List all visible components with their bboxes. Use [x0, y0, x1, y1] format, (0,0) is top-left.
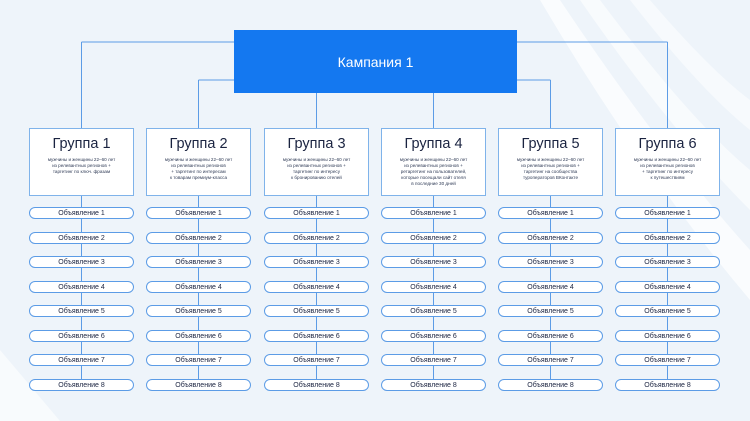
ad-pill: Объявление 2	[498, 232, 603, 244]
ad-pill: Объявление 6	[615, 330, 720, 342]
ad-pill: Объявление 2	[615, 232, 720, 244]
ad-pill: Объявление 5	[264, 305, 369, 317]
group-title: Группа 1	[52, 136, 111, 152]
group-title: Группа 6	[638, 136, 697, 152]
ad-pill: Объявление 3	[146, 256, 251, 268]
ad-pill: Объявление 2	[381, 232, 486, 244]
ad-pill: Объявление 1	[29, 207, 134, 219]
ad-pill: Объявление 5	[29, 305, 134, 317]
ad-pill: Объявление 8	[615, 379, 720, 391]
group-box-5: Группа 5 мужчины и женщины 22–60 лет из р…	[498, 128, 603, 196]
group-title: Группа 3	[287, 136, 346, 152]
ad-pill: Объявление 7	[615, 354, 720, 366]
ad-pill: Объявление 4	[146, 281, 251, 293]
ad-pill: Объявление 1	[264, 207, 369, 219]
ad-pill: Объявление 1	[615, 207, 720, 219]
ad-pill: Объявление 4	[615, 281, 720, 293]
ad-pill: Объявление 2	[29, 232, 134, 244]
group-box-4: Группа 4 мужчины и женщины 22–60 лет из р…	[381, 128, 486, 196]
ad-pill: Объявление 1	[381, 207, 486, 219]
group-description: мужчины и женщины 22–60 лет из релевантн…	[282, 157, 351, 180]
ad-pill: Объявление 4	[264, 281, 369, 293]
ad-pill: Объявление 3	[381, 256, 486, 268]
ad-pill: Объявление 7	[29, 354, 134, 366]
ad-pill: Объявление 6	[498, 330, 603, 342]
ad-pill: Объявление 1	[146, 207, 251, 219]
ad-pill: Объявление 8	[381, 379, 486, 391]
group-box-2: Группа 2 мужчины и женщины 22–60 лет из р…	[146, 128, 251, 196]
ad-pill: Объявление 7	[264, 354, 369, 366]
ad-pill: Объявление 4	[498, 281, 603, 293]
group-title: Группа 2	[169, 136, 228, 152]
ad-pill: Объявление 8	[264, 379, 369, 391]
ad-pill: Объявление 8	[29, 379, 134, 391]
ad-pill: Объявление 5	[615, 305, 720, 317]
ad-pill: Объявление 3	[498, 256, 603, 268]
ad-pill: Объявление 4	[29, 281, 134, 293]
ad-pill: Объявление 5	[498, 305, 603, 317]
ad-pill: Объявление 2	[264, 232, 369, 244]
group-box-3: Группа 3 мужчины и женщины 22–60 лет из р…	[264, 128, 369, 196]
ad-pill: Объявление 3	[29, 256, 134, 268]
ad-pill: Объявление 3	[264, 256, 369, 268]
ad-pill: Объявление 2	[146, 232, 251, 244]
ad-pill: Объявление 4	[381, 281, 486, 293]
campaign-label: Кампания 1	[337, 53, 414, 70]
group-description: мужчины и женщины 22–60 лет из релевантн…	[47, 157, 116, 174]
group-box-1: Группа 1 мужчины и женщины 22–60 лет из р…	[29, 128, 134, 196]
ad-pill: Объявление 8	[146, 379, 251, 391]
group-box-6: Группа 6 мужчины и женщины 22–60 лет из р…	[615, 128, 720, 196]
ad-pill: Объявление 6	[29, 330, 134, 342]
group-description: мужчины и женщины 22–60 лет из релевантн…	[399, 157, 468, 186]
ad-pill: Объявление 6	[264, 330, 369, 342]
group-description: мужчины и женщины 22–60 лет из релевантн…	[164, 157, 233, 180]
group-title: Группа 5	[521, 136, 580, 152]
ad-pill: Объявление 5	[146, 305, 251, 317]
ad-pill: Объявление 8	[498, 379, 603, 391]
ad-pill: Объявление 6	[381, 330, 486, 342]
ad-pill: Объявление 7	[381, 354, 486, 366]
group-title: Группа 4	[404, 136, 463, 152]
campaign-box: Кампания 1	[234, 30, 517, 93]
group-description: мужчины и женщины 22–60 лет из релевантн…	[633, 157, 702, 180]
ad-pill: Объявление 3	[615, 256, 720, 268]
ad-pill: Объявление 1	[498, 207, 603, 219]
ad-pill: Объявление 7	[146, 354, 251, 366]
ad-pill: Объявление 6	[146, 330, 251, 342]
ad-pill: Объявление 7	[498, 354, 603, 366]
ad-pill: Объявление 5	[381, 305, 486, 317]
group-description: мужчины и женщины 22–60 лет из релевантн…	[516, 157, 585, 180]
